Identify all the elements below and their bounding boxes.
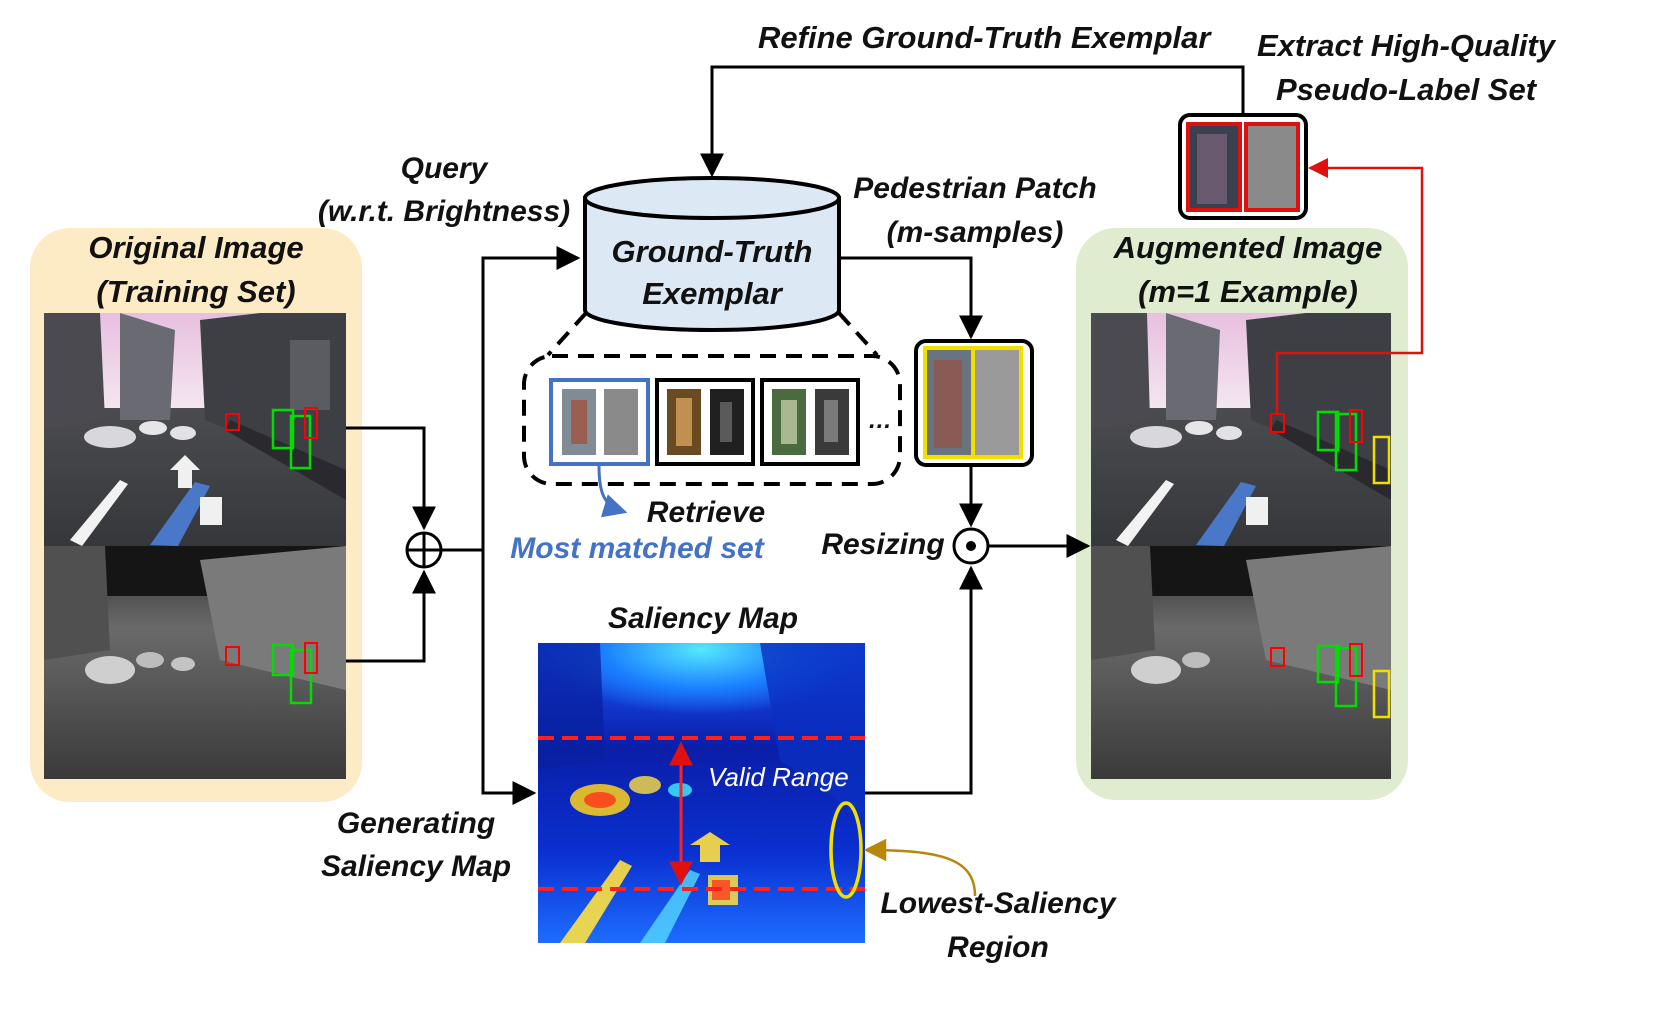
gt-box [1349,643,1363,677]
most-matched-label: Most matched set [510,532,765,565]
gt-box [1349,409,1363,443]
gt-box [289,648,313,705]
query-label-line2: (w.r.t. Brightness) [318,195,570,228]
lowest-saliency-arrow [863,838,977,897]
exemplar-set-container [522,354,902,486]
extract-label-line2: Pseudo-Label Set [1276,72,1538,107]
database-label-line2: Exemplar [642,276,784,311]
gt-box [304,642,318,674]
zoom-line [837,311,879,357]
ground-truth-exemplar-database [583,176,841,332]
augmented-image-title-line2: (m=1 Example) [1138,274,1358,309]
ellipsis-text: … [868,407,892,434]
database-label-line1: Ground-Truth [612,234,813,269]
rgb-to-sum-connector [346,426,436,531]
retrieve-arrow [597,465,628,518]
augmented-rgb-image [1091,313,1391,546]
pasted-pedestrian-box [1372,669,1391,719]
zoom-line [546,311,588,357]
query-label-line1: Query [401,152,489,185]
lowest-saliency-label-line1: Lowest-Saliency [880,887,1116,920]
pseudo-label-set-patch [1178,113,1308,220]
refine-feedback-connector [700,65,1245,178]
valid-range-label: Valid Range [708,762,849,792]
gt-box [225,413,240,431]
exemplar-thumbnail [655,378,755,466]
gt-box [1270,647,1285,667]
gt-box [304,407,318,439]
gt-box [271,408,295,450]
pedestrian-patch-connector [839,256,983,340]
extract-label-line1: Extract High-Quality [1257,28,1557,63]
pedestrian-patch-label-line1: Pedestrian Patch [853,172,1096,205]
circled-plus-icon [405,531,443,569]
pasted-pedestrian-box [1372,435,1391,485]
augmented-thermal-image [1091,546,1391,779]
exemplar-thumbnail [760,378,860,466]
gt-box [1316,410,1340,452]
original-image-title-line2: (Training Set) [96,274,295,309]
original-rgb-image [44,313,346,546]
resizing-label: Resizing [821,528,944,561]
generating-label-line2: Saliency Map [321,850,511,883]
exemplar-thumbnail-most-matched [549,378,650,466]
pedestrian-patch [914,339,1034,467]
lowest-saliency-label-line2: Region [947,931,1049,964]
refine-label: Refine Ground-Truth Exemplar [758,20,1212,55]
generating-label-line1: Generating [337,807,495,840]
circled-dot-icon [952,527,990,565]
gt-box [271,643,295,677]
original-image-title-line1: Original Image [88,230,303,265]
gt-box [289,414,312,470]
generating-saliency-connector [481,550,537,805]
gt-box [225,646,240,666]
augmented-image-title-line1: Augmented Image [1113,230,1383,265]
thermal-to-sum-connector [346,569,436,663]
gt-box [1316,644,1340,684]
retrieve-label: Retrieve [647,496,765,529]
pedestrian-patch-label-line2: (m-samples) [887,216,1064,249]
saliency-map-title: Saliency Map [608,602,798,635]
lowest-saliency-ellipse [829,801,863,899]
query-connector [481,246,581,550]
saliency-map-image [538,643,865,943]
extract-pseudo-label-connector [1275,158,1424,414]
original-thermal-image [44,546,346,779]
saliency-to-product-connector [865,565,983,795]
